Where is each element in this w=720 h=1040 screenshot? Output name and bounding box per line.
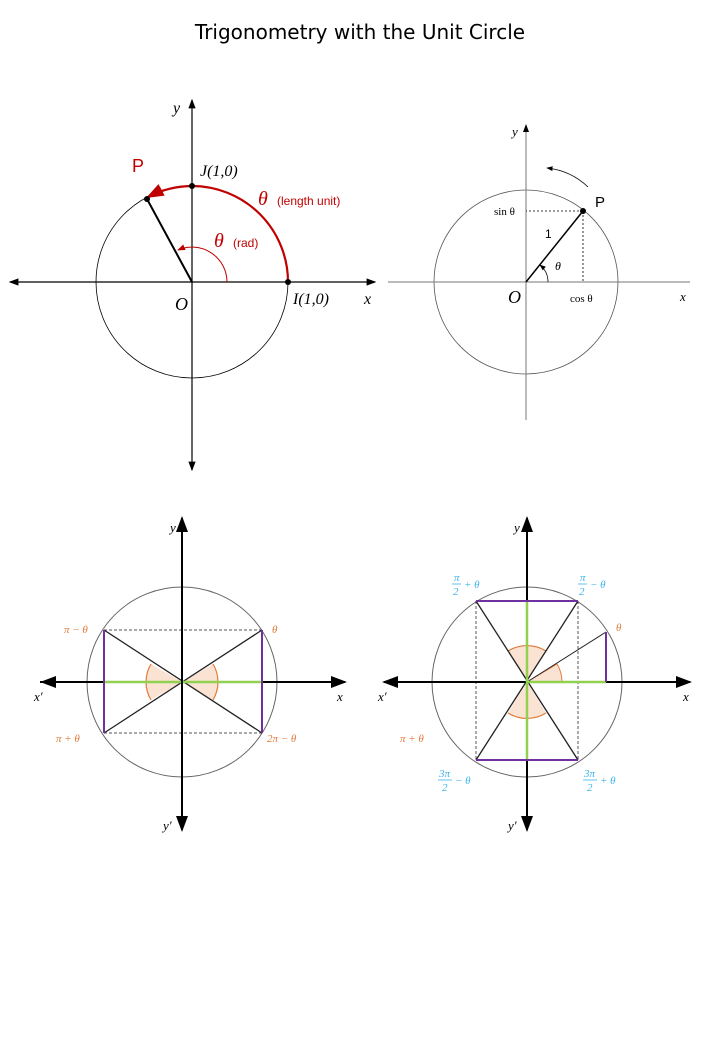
symmetry-pi-diagram: θ π − θ π + θ 2π − θ x x′ y y′ (33, 516, 347, 833)
angle-theta: θ (272, 624, 278, 636)
radius-op (525, 210, 584, 283)
label-origin: O (175, 294, 188, 314)
label-j: J(1,0) (200, 163, 238, 180)
angle-arc (539, 264, 549, 283)
point-p (580, 208, 586, 214)
svg-text:2: 2 (442, 782, 448, 794)
label-p: P (132, 156, 144, 176)
svg-text:− θ: − θ (590, 579, 606, 591)
svg-text:2: 2 (587, 782, 593, 794)
svg-text:π: π (580, 572, 586, 584)
angle-pi-minus-theta: π − θ (64, 624, 88, 636)
page-title: Trigonometry with the Unit Circle (194, 20, 526, 44)
svg-text:π: π (454, 572, 460, 584)
label-x: x (336, 689, 343, 704)
point-p (144, 196, 150, 202)
svg-text:3π: 3π (438, 768, 451, 780)
svg-text:2: 2 (579, 586, 585, 598)
radius-op (146, 198, 193, 283)
label-x-prime: x′ (33, 689, 43, 704)
arc-length (146, 184, 290, 283)
label-theta-rad: θ (214, 230, 224, 252)
svg-text:+ θ: + θ (600, 775, 616, 787)
angle-half-pi-minus-theta: π 2 − θ (578, 572, 606, 598)
label-y: y (510, 124, 518, 139)
label-theta: θ (555, 259, 561, 273)
label-x: x (363, 291, 371, 308)
label-x: x (682, 689, 689, 704)
label-i: I(1,0) (292, 291, 329, 308)
angle-arc (177, 244, 228, 283)
sin-cos-diagram: P sin θ cos θ 1 θ O x y (388, 124, 690, 420)
point-i (285, 279, 291, 285)
angle-3half-pi-plus-theta: 3π 2 + θ (583, 768, 616, 794)
label-y: y (512, 520, 520, 535)
symmetry-half-pi-diagram: θ π + θ π 2 + θ π 2 − θ 3π 2 − θ 3π 2 + … (377, 516, 692, 833)
label-cos: cos θ (570, 293, 593, 305)
label-y-prime: y′ (506, 818, 517, 833)
label-y: y (168, 520, 176, 535)
label-origin: O (508, 287, 521, 307)
point-j (189, 183, 195, 189)
label-y-prime: y′ (161, 818, 172, 833)
label-theta-length: θ (258, 188, 268, 210)
angle-half-pi-plus-theta: π 2 + θ (452, 572, 480, 598)
label-sin: sin θ (494, 206, 515, 218)
label-length-unit: (length unit) (277, 194, 340, 208)
angle-pi-plus-theta: π + θ (400, 733, 424, 745)
svg-text:3π: 3π (583, 768, 596, 780)
rotation-arrow (546, 166, 589, 188)
svg-text:− θ: − θ (455, 775, 471, 787)
svg-text:2: 2 (453, 586, 459, 598)
angle-2pi-minus-theta: 2π − θ (267, 733, 297, 745)
label-rad: (rad) (233, 236, 258, 250)
label-y: y (171, 100, 181, 117)
svg-text:+ θ: + θ (464, 579, 480, 591)
label-radius: 1 (545, 227, 552, 241)
angle-3half-pi-minus-theta: 3π 2 − θ (438, 768, 471, 794)
label-x-prime: x′ (377, 689, 387, 704)
unit-circle-radian-diagram: P J(1,0) θ (length unit) θ (rad) O I(1,0… (8, 98, 377, 472)
angle-theta: θ (616, 622, 622, 634)
label-p: P (595, 194, 605, 211)
label-x: x (679, 289, 686, 304)
angle-pi-plus-theta: π + θ (56, 733, 80, 745)
